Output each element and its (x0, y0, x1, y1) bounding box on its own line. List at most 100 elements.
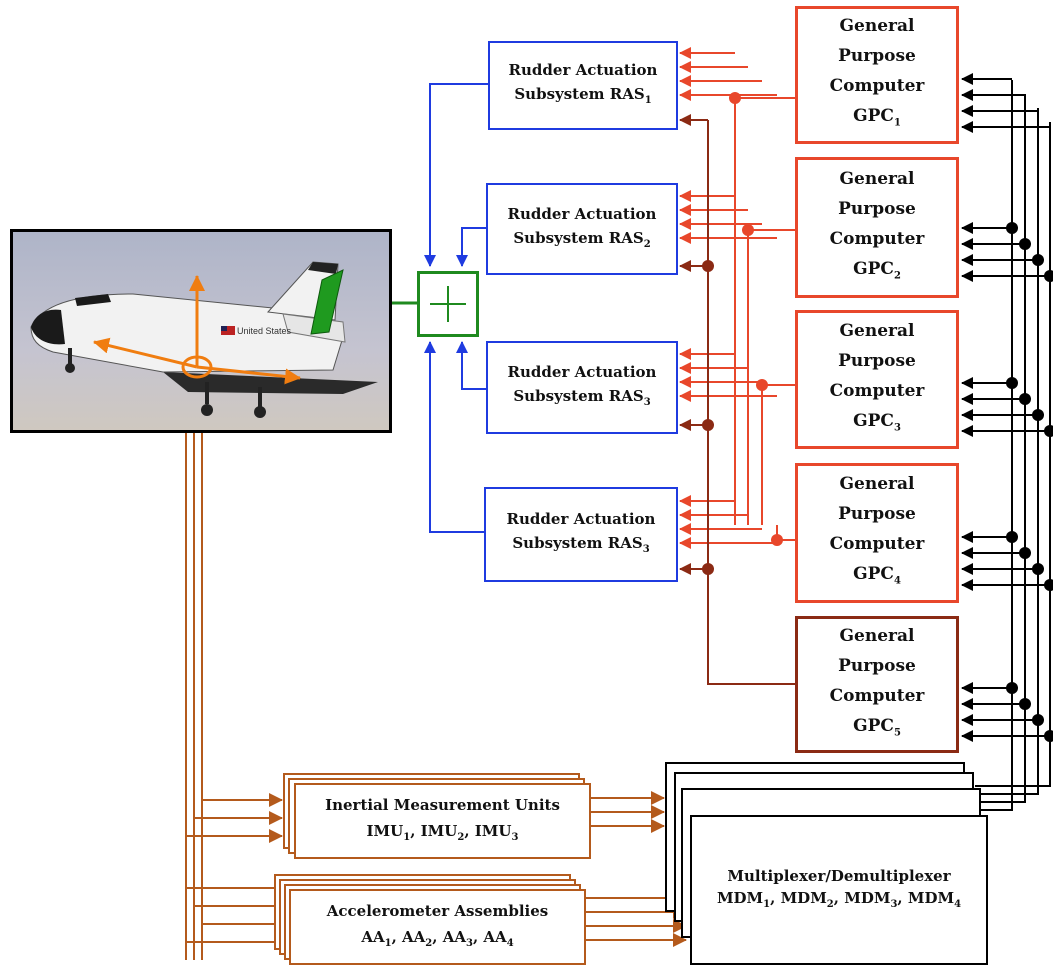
mdm-data-bus (975, 108, 1038, 794)
aa-list: AA1, AA2, AA3, AA4 (361, 924, 513, 957)
gpc-line4: GPC (853, 106, 894, 126)
junction-dot (1019, 547, 1031, 559)
junction-dot (1032, 254, 1044, 266)
mdm-subscript: 2 (827, 899, 834, 910)
gpc-line2: Purpose (838, 651, 916, 681)
junction-dot (1019, 393, 1031, 405)
ras-subscript: 3 (643, 544, 650, 555)
gpc-line4: GPC (853, 411, 894, 431)
gpc-box-3: General Purpose Computer GPC3 (795, 310, 959, 449)
junction-dot (771, 534, 783, 546)
junction-dot (1019, 698, 1031, 710)
junction-dot (742, 224, 754, 236)
aa-name: AA (483, 928, 506, 946)
mdm-subscript: 4 (954, 899, 961, 910)
ras-subscript: 1 (645, 95, 652, 106)
imu-subscript: 3 (511, 832, 518, 843)
junction-dot (1006, 377, 1018, 389)
gpc-subscript: 4 (894, 576, 901, 587)
mdm-name: MDM (717, 889, 763, 907)
aa-subscript: 4 (507, 938, 514, 949)
ras-label-line2: Subsystem RAS (514, 85, 644, 103)
junction-dot (1006, 531, 1018, 543)
mdm-name: MDM (908, 889, 954, 907)
imu-list: IMU1, IMU2, IMU3 (367, 818, 519, 851)
voter-summing-junction (417, 271, 479, 337)
aa-name: AA (361, 928, 384, 946)
imu-box: Inertial Measurement Units IMU1, IMU2, I… (294, 783, 591, 859)
shuttle-photo: United States (10, 229, 392, 433)
mdm-list: MDM1, MDM2, MDM3, MDM4 (717, 887, 961, 916)
gpc-line3: Computer (830, 224, 925, 254)
gpc-line3: Computer (830, 376, 925, 406)
ras-to-voter-line (462, 342, 486, 389)
gpc-subscript: 2 (894, 270, 901, 281)
gpc-line2: Purpose (838, 346, 916, 376)
imu-name: IMU (421, 822, 458, 840)
mdm-title: Multiplexer/Demultiplexer (727, 865, 950, 887)
mdm-name: MDM (781, 889, 827, 907)
ras-subscript: 2 (644, 239, 651, 250)
junction-dot (702, 260, 714, 272)
aa-title: Accelerometer Assemblies (327, 898, 548, 924)
imu-title: Inertial Measurement Units (325, 792, 560, 818)
junction-dot (1032, 714, 1044, 726)
gpc-line4: GPC (853, 259, 894, 279)
ras-label-line2: Subsystem RAS (512, 534, 642, 552)
plus-icon (420, 274, 476, 334)
ras-label-line1: Rudder Actuation (508, 360, 657, 384)
aa-box: Accelerometer Assemblies AA1, AA2, AA3, … (289, 889, 586, 965)
gpc-box-4: General Purpose Computer GPC4 (795, 463, 959, 603)
ras-box-4: Rudder Actuation Subsystem RAS3 (484, 487, 678, 582)
ras-to-voter-line (430, 342, 484, 532)
junction-dot (1006, 222, 1018, 234)
gpc-line1: General (840, 621, 915, 651)
junction-dot (1032, 563, 1044, 575)
mdm-data-bus (975, 94, 1025, 802)
mdm-subscript: 1 (763, 899, 770, 910)
junction-dot (1006, 682, 1018, 694)
ras-to-voter-line (430, 84, 488, 266)
imu-subscript: 2 (457, 832, 464, 843)
gpc-box-2: General Purpose Computer GPC2 (795, 157, 959, 298)
ras-subscript: 3 (644, 397, 651, 408)
ras-label-line1: Rudder Actuation (509, 58, 658, 82)
ras-to-voter-line (462, 228, 486, 266)
gpc-line3: Computer (830, 529, 925, 559)
ras-label-line2: Subsystem RAS (513, 229, 643, 247)
gpc-box-5: General Purpose Computer GPC5 (795, 616, 959, 753)
gpc-line1: General (840, 164, 915, 194)
gpc-line3: Computer (830, 681, 925, 711)
imu-subscript: 1 (403, 832, 410, 843)
imu-name: IMU (475, 822, 512, 840)
aa-subscript: 3 (466, 938, 473, 949)
aa-name: AA (443, 928, 466, 946)
gpc-line4: GPC (853, 564, 894, 584)
gpc-line1: General (840, 469, 915, 499)
junction-dot (1044, 730, 1053, 742)
junction-dot (756, 379, 768, 391)
imu-name: IMU (367, 822, 404, 840)
shuttle-marking-text: United States (237, 326, 292, 336)
junction-dot (729, 92, 741, 104)
ras-label-line1: Rudder Actuation (508, 202, 657, 226)
junction-dot (702, 419, 714, 431)
mdm-name: MDM (844, 889, 890, 907)
junction-dot (1019, 238, 1031, 250)
gpc-subscript: 3 (894, 422, 901, 433)
gpc-subscript: 1 (894, 118, 901, 129)
ras-box-2: Rudder Actuation Subsystem RAS2 (486, 183, 678, 275)
junction-dot (702, 563, 714, 575)
gpc-line2: Purpose (838, 41, 916, 71)
gpc5-bus (708, 120, 795, 684)
gpc-line3: Computer (830, 71, 925, 101)
mdm-data-bus (975, 80, 1012, 810)
junction-dot (1044, 270, 1053, 282)
gpc-line1: General (840, 316, 915, 346)
gpc-subscript: 5 (894, 727, 901, 738)
gpc-line4: GPC (853, 716, 894, 736)
mdm-box: Multiplexer/Demultiplexer MDM1, MDM2, MD… (690, 815, 988, 965)
junction-dot (1044, 425, 1053, 437)
gpc-line2: Purpose (838, 499, 916, 529)
